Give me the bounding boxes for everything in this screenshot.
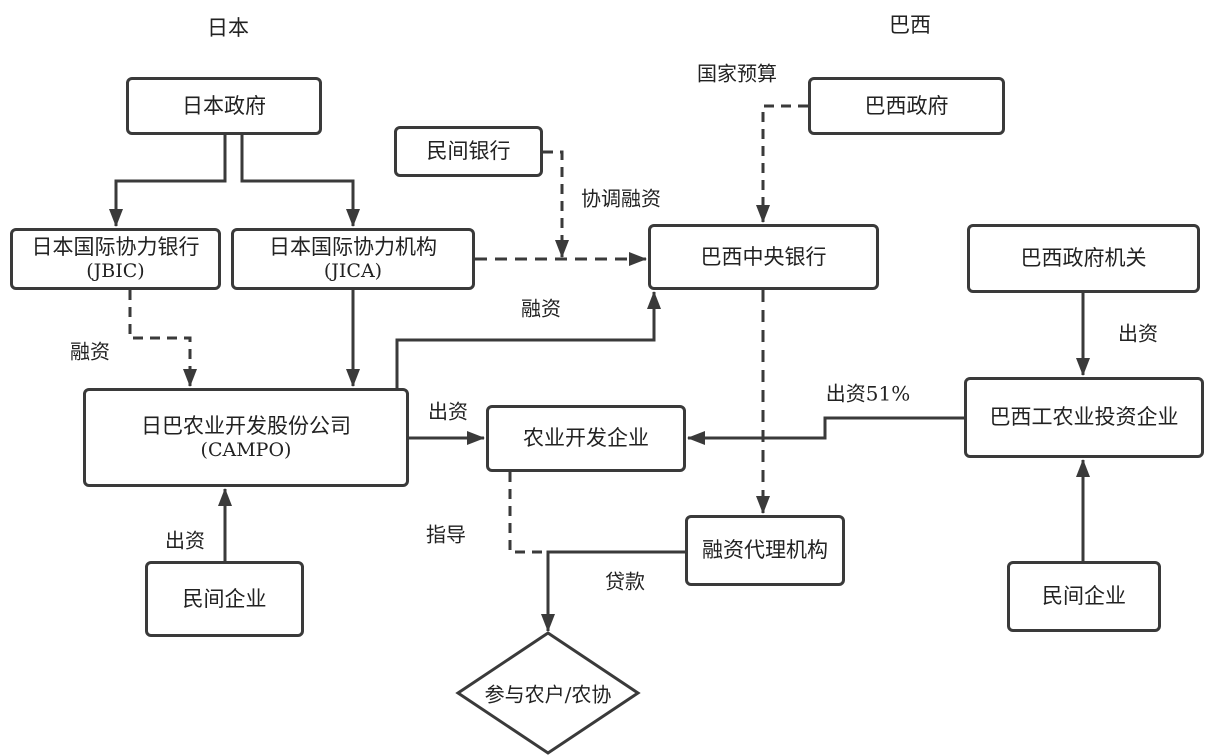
node-private-company-left: 民间企业: [145, 561, 304, 637]
japan-header: 日本: [207, 16, 249, 40]
node-brazil-government: 巴西政府: [808, 77, 1005, 135]
edge-label-coordinated-financing: 协调融资: [581, 186, 661, 211]
edge-label-agency-investment: 出资: [1118, 321, 1158, 346]
node-label: 日本国际协力银行: [31, 235, 200, 259]
brazil-header: 巴西: [889, 13, 931, 37]
node-label: 民间企业: [182, 586, 267, 611]
edge-agri-dev-guidance: [508, 472, 548, 554]
node-label: 日本政府: [182, 93, 266, 118]
node-label: 巴西政府机关: [1020, 246, 1147, 271]
node-farmers: 参与农户/农协: [484, 682, 612, 707]
edge-agri-invest-to-agri-dev: [687, 416, 964, 445]
node-label: 巴西工农业投资企业: [989, 405, 1179, 430]
node-label: 民间企业: [1042, 584, 1126, 609]
node-label: 农业开发企业: [523, 426, 649, 451]
node-finance-agent: 融资代理机构: [685, 515, 845, 586]
edge-label-guidance: 指导: [426, 522, 466, 547]
node-brazil-central-bank: 巴西中央银行: [648, 224, 879, 290]
farmers-diamond: [455, 631, 641, 755]
node-japan-government: 日本政府: [126, 77, 322, 135]
edge-label-jbic-financing: 融资: [70, 339, 110, 364]
node-campo: 日巴农业开发股份公司 (CAMPO): [83, 388, 409, 487]
edge-japan-gov-to-jica: [240, 135, 360, 227]
edge-label-loan: 贷款: [605, 569, 645, 594]
edge-japan-gov-to-jbic: [109, 135, 227, 227]
edge-label-campo-investment: 出资: [428, 399, 468, 424]
edge-brazil-gov-to-central-bank: [756, 104, 808, 223]
edge-label-private-investment: 出资: [165, 528, 205, 553]
node-label: 融资代理机构: [702, 538, 828, 563]
node-label: 巴西中央银行: [700, 244, 827, 269]
node-label: 巴西政府: [864, 93, 949, 118]
edge-label-campo-financing: 融资: [521, 296, 561, 321]
node-label: 民间银行: [426, 139, 511, 164]
edge-finance-agent-loan: [541, 550, 685, 632]
edge-campo-to-central-bank: [395, 291, 661, 388]
node-brazil-agri-invest-company: 巴西工农业投资企业: [964, 377, 1204, 458]
edge-label-national-budget: 国家预算: [697, 61, 777, 86]
node-label: 日巴农业开发股份公司: [141, 413, 351, 438]
node-sublabel: (JICA): [323, 260, 383, 283]
node-private-company-right: 民间企业: [1007, 561, 1161, 632]
edge-label-invest-51: 出资51%: [825, 381, 911, 406]
node-label: 日本国际协力机构: [269, 235, 437, 259]
node-sublabel: (JBIC): [86, 260, 145, 283]
edge-private-bank-coordination: [543, 150, 569, 258]
edge-jbic-to-campo: [128, 290, 197, 387]
node-agri-dev-company: 农业开发企业: [486, 405, 686, 472]
node-brazil-government-agency: 巴西政府机关: [967, 224, 1200, 293]
node-jica: 日本国际协力机构 (JICA): [231, 228, 475, 290]
node-jbic: 日本国际协力银行 (JBIC): [10, 228, 221, 290]
node-private-bank: 民间银行: [394, 126, 543, 177]
node-sublabel: (CAMPO): [200, 438, 292, 461]
